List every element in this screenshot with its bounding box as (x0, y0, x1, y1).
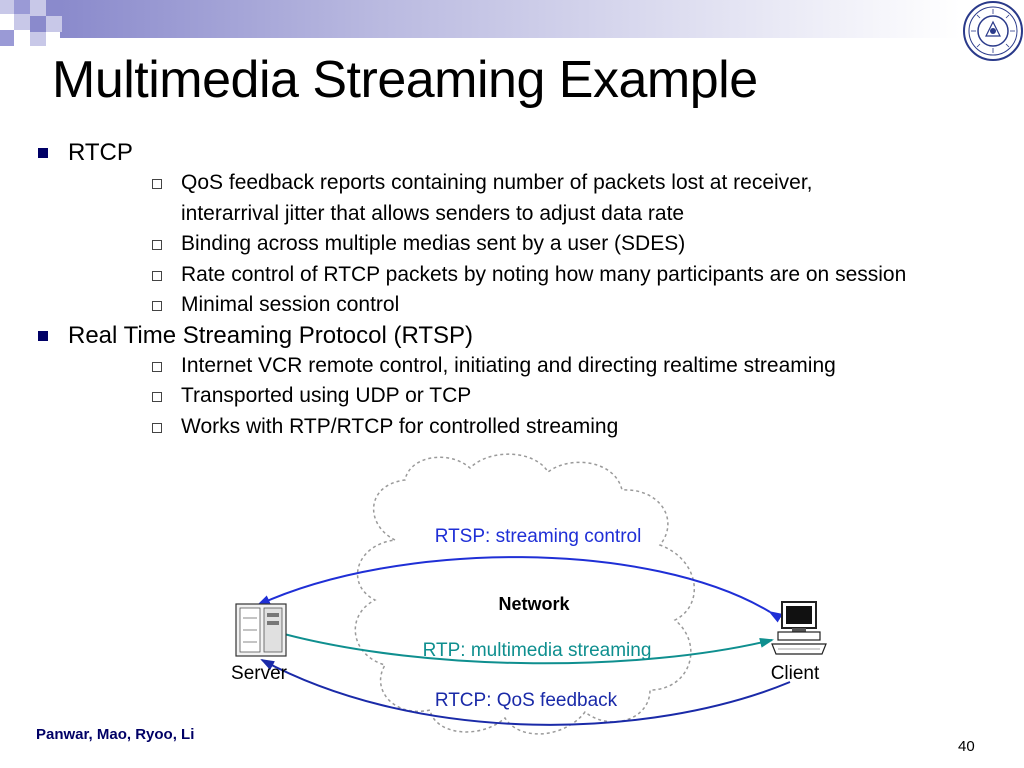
square-bullet-icon (38, 330, 48, 341)
server-label: Server (231, 663, 288, 684)
hollow-square-bullet-icon (152, 361, 162, 372)
sub-bullet: Transported using UDP or TCP (68, 381, 1024, 412)
hollow-square-bullet-icon (152, 392, 162, 402)
bullet-rtcp: RTCP QoS feedback reports containing num… (0, 138, 1024, 321)
sub-bullet-text: Binding across multiple medias sent by a… (181, 232, 686, 255)
university-seal-icon (963, 1, 1023, 61)
sub-bullet-text: Works with RTP/RTCP for controlled strea… (181, 414, 619, 438)
sub-bullet: Binding across multiple medias sent by a… (68, 229, 1024, 260)
desktop-computer-icon (771, 601, 827, 655)
sub-bullet: Rate control of RTCP packets by noting h… (68, 260, 1024, 291)
hollow-square-bullet-icon (152, 301, 162, 311)
sub-bullet: Minimal session control (68, 290, 1024, 321)
sub-bullet-text: QoS feedback reports containing number o… (181, 171, 813, 194)
network-cloud (354, 453, 696, 735)
bullet-text: Real Time Streaming Protocol (RTSP) (68, 321, 474, 349)
sub-bullet-list: Internet VCR remote control, initiating … (68, 351, 1024, 443)
rtsp-arrow (256, 556, 783, 623)
sub-bullet: QoS feedback reports containing number o… (68, 168, 1024, 229)
network-label: Network (498, 594, 570, 614)
sub-bullet-text: interarrival jitter that allows senders … (181, 201, 685, 225)
sub-bullet-text: Internet VCR remote control, initiating … (181, 353, 836, 377)
bullet-text: RTCP (68, 139, 133, 166)
hollow-square-bullet-icon (152, 240, 162, 250)
sub-bullet-text: Minimal session control (181, 293, 400, 316)
page-number: 40 (958, 738, 975, 755)
rtp-arrow (283, 633, 774, 665)
slide-title: Multimedia Streaming Example (52, 51, 758, 109)
hollow-square-bullet-icon (152, 179, 162, 189)
sub-bullet-list: QoS feedback reports containing number o… (68, 168, 1024, 321)
rtp-label: RTP: multimedia streaming (423, 640, 652, 661)
rtsp-label: RTSP: streaming control (435, 526, 642, 547)
footer-authors: Panwar, Mao, Ryoo, Li (36, 726, 195, 743)
bullet-list: RTCP QoS feedback reports containing num… (0, 138, 1024, 442)
title-decoration (0, 0, 960, 46)
sub-bullet: Works with RTP/RTCP for controlled strea… (68, 412, 1024, 443)
hollow-square-bullet-icon (152, 422, 162, 433)
sub-bullet-text: Rate control of RTCP packets by noting h… (181, 262, 907, 286)
square-bullet-icon (38, 148, 48, 158)
server-tower-icon (235, 603, 287, 657)
rtcp-label: RTCP: QoS feedback (435, 690, 618, 711)
client-label: Client (771, 663, 820, 684)
hollow-square-bullet-icon (152, 270, 162, 281)
sub-bullet-text: Transported using UDP or TCP (181, 384, 472, 407)
sub-bullet: Internet VCR remote control, initiating … (68, 351, 1024, 382)
rtcp-arrow (260, 659, 791, 726)
bullet-rtsp: Real Time Streaming Protocol (RTSP) Inte… (0, 321, 1024, 443)
